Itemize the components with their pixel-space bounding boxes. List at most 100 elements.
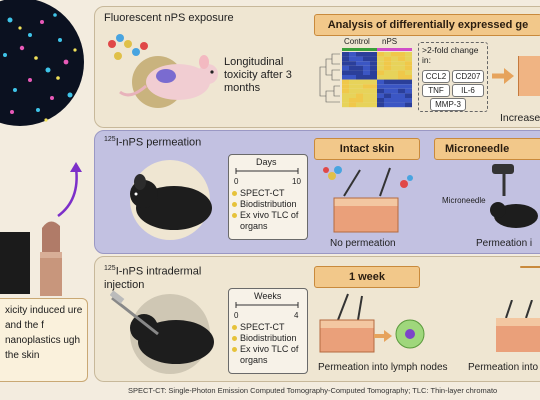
heatmap-cell <box>391 70 398 75</box>
bot-tick-0: 0 <box>234 311 239 320</box>
heatmap-cell <box>370 79 377 85</box>
heatmap-cell <box>356 56 363 62</box>
heatmap-cell <box>405 52 412 57</box>
heatmap-cell <box>405 61 412 66</box>
heatmap-cell <box>377 70 384 75</box>
bot-timeline-axis <box>235 302 299 308</box>
heatmap-cell <box>398 75 405 80</box>
black-mouse-illustration <box>130 160 212 240</box>
heatmap-cell <box>349 88 356 94</box>
heatmap-cell <box>391 88 398 94</box>
heatmap-cell <box>342 61 349 66</box>
heatmap-cell <box>384 79 391 85</box>
heatmap-col-control: Control <box>344 37 370 46</box>
heatmap-cell <box>342 52 349 57</box>
heatmap-cell <box>405 70 412 75</box>
heatmap-cell <box>370 102 377 108</box>
heatmap-cell <box>349 93 356 98</box>
bottom-title-text: I-nPS intradermal injection <box>104 265 202 291</box>
heatmap-cell <box>405 84 412 89</box>
heatmap-col-nps: nPS <box>382 37 398 46</box>
heatmap-cell <box>384 70 391 75</box>
list-item: Ex vivo TLC of organs <box>232 344 306 366</box>
heatmap-cell <box>377 93 384 98</box>
heatmap-cell <box>398 56 405 62</box>
black-mouse-small <box>490 202 538 228</box>
heatmap-cell <box>405 98 412 103</box>
gene-mmp3: MMP-3 <box>430 98 466 111</box>
heatmap-cell <box>384 102 391 108</box>
mid-timeline-axis <box>235 168 299 174</box>
heatmap-cell <box>405 88 412 94</box>
heatmap-cell <box>349 75 356 80</box>
gene-ccl2: CCL2 <box>422 70 450 83</box>
bot-timeline-box <box>228 288 308 374</box>
bot-weeks-label: Weeks <box>254 291 282 301</box>
heatmap-cell <box>384 61 391 66</box>
bot-tick-4: 4 <box>294 311 299 320</box>
footer-note: SPECT-CT: Single-Photon Emission Compute… <box>128 386 498 395</box>
bottom-title-sup: 125 <box>104 265 116 272</box>
heatmap-cell <box>356 79 363 85</box>
heatmap-cell <box>377 56 384 62</box>
heatmap-cell <box>349 52 356 57</box>
heatmap-cell <box>370 70 377 75</box>
no-permeation-text: No permeation <box>330 238 396 249</box>
heatmap-cell <box>398 70 405 75</box>
fold-change-box: >2-fold change in: <box>418 42 488 112</box>
heatmap-cell <box>356 84 363 89</box>
heatmap-cell <box>405 75 412 80</box>
heatmap-cell <box>370 56 377 62</box>
one-week-tag: 1 week <box>314 266 420 288</box>
gene-il6: IL-6 <box>452 84 484 97</box>
heatmap-cell <box>342 56 349 62</box>
heatmap-cell <box>370 61 377 66</box>
heatmap-cell <box>363 75 370 80</box>
analysis-tag: Analysis of differentially expressed ge <box>314 14 540 36</box>
heatmap-cell <box>356 102 363 108</box>
heatmap-cell <box>391 98 398 103</box>
list-item: SPECT-CT <box>232 188 306 199</box>
heatmap-cell <box>370 84 377 89</box>
heatmap-cell <box>349 56 356 62</box>
microneedle-label: Microneedle <box>442 196 486 205</box>
list-item: Ex vivo TLC of organs <box>232 210 306 232</box>
heatmap-cell <box>356 70 363 75</box>
heatmap-cell <box>398 61 405 66</box>
heatmap-cell <box>349 70 356 75</box>
heatmap-cell <box>405 93 412 98</box>
heatmap-cell <box>384 56 391 62</box>
heatmap-cell <box>384 75 391 80</box>
mid-timeline-box <box>228 154 308 240</box>
mid-measurements-list: SPECT-CT Biodistribution Ex vivo TLC of … <box>232 188 306 232</box>
microneedle-tag: Microneedle <box>434 138 540 160</box>
microneedle-roller-icon <box>492 164 514 196</box>
middle-title-sup: 125 <box>104 136 116 143</box>
heatmap-cell <box>363 61 370 66</box>
permeation-in-text: Permeation i <box>476 238 533 249</box>
heatmap-cell <box>384 88 391 94</box>
perm-into-text: Permeation into <box>468 362 539 373</box>
nude-mouse-illustration <box>108 34 218 108</box>
heatmap-cell <box>384 98 391 103</box>
heatmap-cell <box>363 84 370 89</box>
heatmap-cell <box>342 65 349 71</box>
heatmap-cell <box>342 79 349 85</box>
heatmap-cell <box>377 102 384 108</box>
heatmap-cell <box>398 102 405 108</box>
heatmap-cell <box>356 88 363 94</box>
heatmap-cell <box>398 52 405 57</box>
right-arrow-icon <box>492 68 514 84</box>
heatmap-cell <box>356 52 363 57</box>
heatmap-cell <box>363 93 370 98</box>
heatmap-cell <box>363 70 370 75</box>
lymph-skin-illustration <box>319 293 425 353</box>
heatmap-cell <box>405 56 412 62</box>
skin-block-top <box>518 56 540 96</box>
middle-panel-title: 125I-nPS permeation <box>104 136 201 149</box>
heatmap-cell <box>356 61 363 66</box>
bot-right-tag <box>520 266 540 268</box>
heatmap-cell <box>384 93 391 98</box>
mid-tick-0: 0 <box>234 177 239 186</box>
mid-days-label: Days <box>256 157 277 167</box>
